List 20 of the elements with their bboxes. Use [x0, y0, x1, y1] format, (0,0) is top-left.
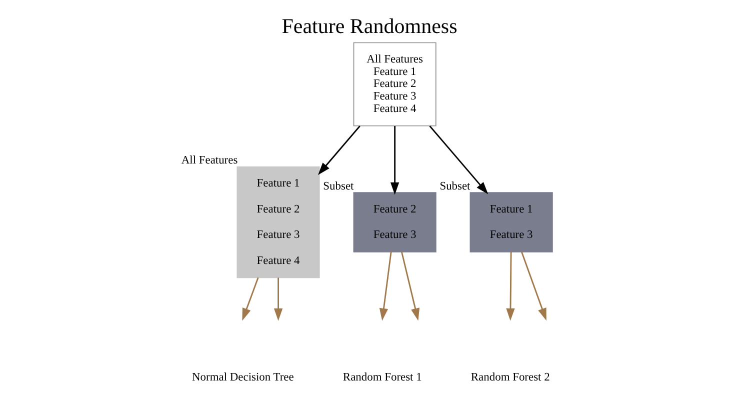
node-box: Feature 2 Feature 3 — [353, 192, 436, 252]
arrow — [390, 126, 400, 195]
label: Random Forest 1 — [342, 372, 422, 384]
label: Normal Decision Tree — [192, 372, 294, 384]
diagram-title: Feature Randomness — [282, 14, 458, 38]
node-label: Subset — [323, 180, 354, 192]
arrow — [274, 278, 283, 321]
arrow — [506, 252, 515, 321]
node-box: Feature 1 Feature 3 — [470, 192, 553, 252]
arrow — [520, 252, 546, 321]
arrow — [318, 126, 360, 175]
node-box: All Features Feature 1 Feature 2 Feature 3 Feature 4 — [353, 42, 436, 126]
node-box: Feature 1 Feature 2 Feature 3 Feature 4 — [236, 166, 320, 278]
label: Random Forest 2 — [470, 372, 550, 384]
arrow — [400, 252, 420, 321]
arrow — [429, 126, 488, 194]
node-label: Subset — [440, 180, 470, 192]
arrow — [242, 277, 259, 321]
arrow — [379, 252, 392, 321]
node-label: All Features — [181, 154, 238, 167]
